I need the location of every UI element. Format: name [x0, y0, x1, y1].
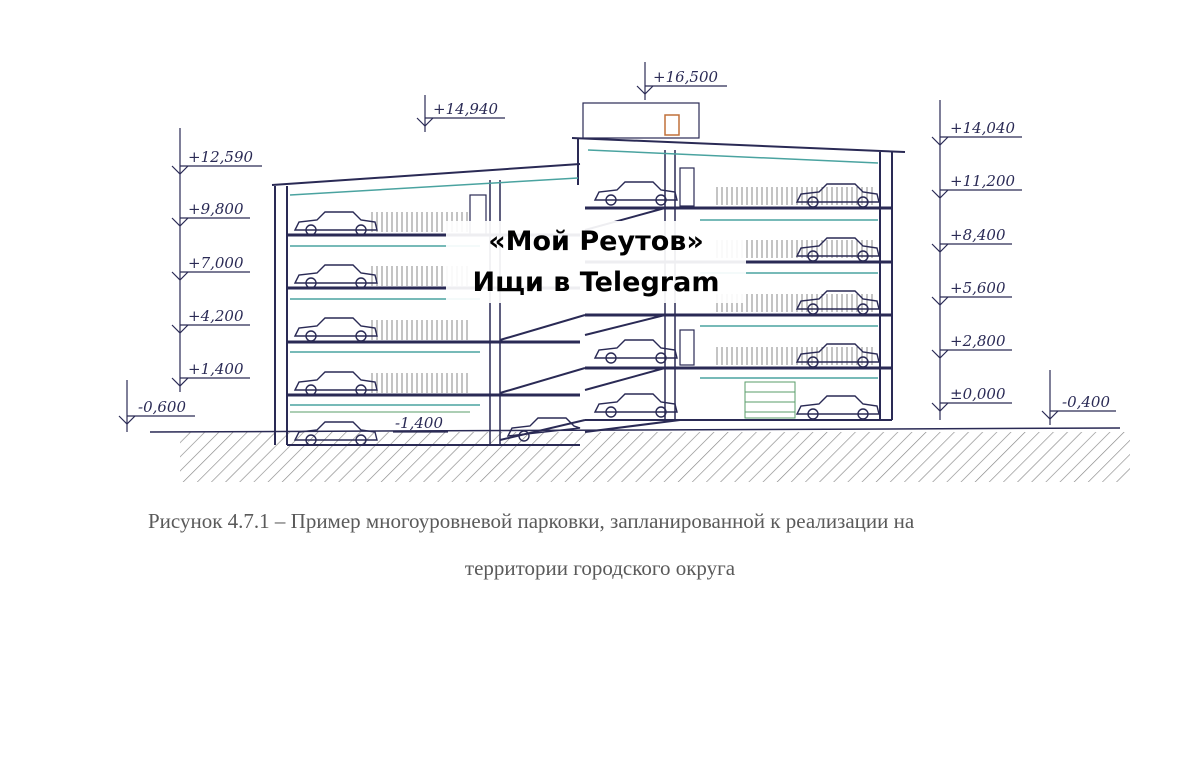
elev-ground-right: -0,400	[1062, 393, 1110, 411]
elev-top-left: +14,940	[433, 100, 499, 118]
car-right-1	[795, 183, 880, 208]
cars	[293, 181, 880, 446]
car-left-5	[293, 421, 378, 446]
car-ramp-4	[506, 417, 581, 442]
parking-section-drawing: +12,590 +9,800 +7,000 +4,200 +1,400 -0,6…	[118, 62, 1130, 482]
figure-caption-line-1: Рисунок 4.7.1 – Пример многоуровневой па…	[148, 509, 915, 533]
car-right-2	[795, 237, 880, 262]
car-left-1	[293, 211, 378, 236]
elevation-markers-right	[393, 100, 1116, 433]
watermark-banner: «Мой Реутов» Ищи в Telegram	[446, 221, 746, 303]
building-structure	[271, 102, 906, 446]
figure-caption-line-2: территории городского округа	[464, 556, 736, 580]
car-right-3	[795, 290, 880, 315]
elev-left-4: +4,200	[188, 307, 244, 325]
car-ramp-2	[593, 339, 678, 364]
car-ramp-3	[593, 393, 678, 418]
elev-right-2: +11,200	[950, 172, 1016, 190]
railings	[290, 187, 875, 419]
car-ramp-1	[593, 181, 678, 206]
ground-line	[149, 427, 1121, 433]
elev-left-2: +9,800	[188, 200, 244, 218]
elevation-markers-left	[118, 62, 727, 432]
elev-right-3: +8,400	[950, 226, 1006, 244]
elev-right-1: +14,040	[950, 119, 1016, 137]
elev-top-center: +16,500	[653, 68, 719, 86]
elev-left-1: +12,590	[188, 148, 254, 166]
elev-right-6: ±0,000	[950, 385, 1006, 403]
elev-basement: -1,400	[395, 414, 443, 432]
elev-right-4: +5,600	[950, 279, 1006, 297]
watermark-line-2: Ищи в Telegram	[472, 267, 720, 298]
elev-left-3: +7,000	[188, 254, 244, 272]
watermark-line-1: «Мой Реутов»	[488, 226, 704, 257]
elev-right-5: +2,800	[950, 332, 1006, 350]
car-right-4	[795, 343, 880, 368]
car-right-5	[795, 395, 880, 420]
elev-ground-left: -0,600	[138, 398, 186, 416]
car-left-3	[293, 317, 378, 342]
elev-left-5: +1,400	[188, 360, 244, 378]
car-left-2	[293, 264, 378, 289]
car-left-4	[293, 371, 378, 396]
